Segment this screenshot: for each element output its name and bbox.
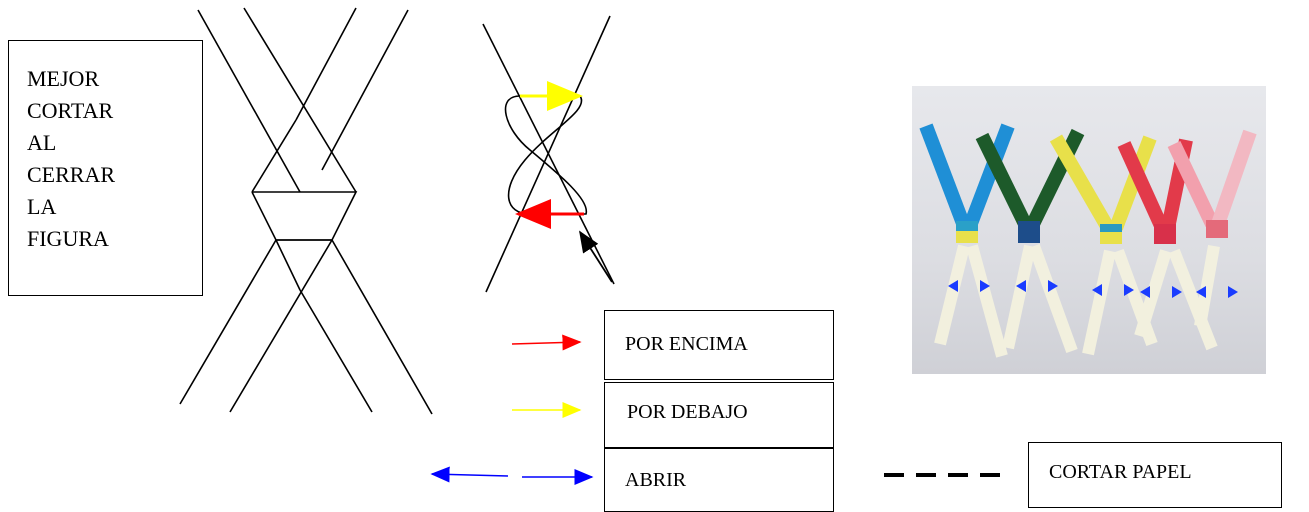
legend-open-label: ABRIR bbox=[625, 469, 687, 491]
note-line-5: LA bbox=[27, 194, 57, 219]
legend-under-box: POR DEBAJO bbox=[604, 382, 834, 448]
paper-strips-photo bbox=[912, 86, 1266, 374]
note-line-2: CORTAR bbox=[27, 98, 114, 123]
legend-red-arrow bbox=[511, 334, 582, 351]
legend-cut-box: CORTAR PAPEL bbox=[1028, 442, 1282, 508]
legend-under-label: POR DEBAJO bbox=[627, 401, 748, 423]
legend-cut-label: CORTAR PAPEL bbox=[1049, 461, 1192, 483]
note-line-3: AL bbox=[27, 130, 57, 155]
pointer-arrow bbox=[579, 230, 613, 283]
woven-strips-figure bbox=[179, 7, 433, 415]
legend-over-box: POR ENCIMA bbox=[604, 310, 834, 380]
legend-open-box: ABRIR bbox=[604, 448, 834, 512]
photo-drawing bbox=[919, 123, 1257, 358]
note-line-4: CERRAR bbox=[27, 162, 116, 187]
weave-path-diagram bbox=[482, 15, 615, 293]
legend-over-label: POR ENCIMA bbox=[625, 333, 748, 355]
note-line-1: MEJOR bbox=[27, 66, 100, 91]
legend-blue-arrow-left bbox=[430, 466, 509, 483]
note-line-6: FIGURA bbox=[27, 226, 109, 251]
note-box: MEJOR CORTAR AL CERRAR LA FIGURA bbox=[8, 40, 203, 296]
